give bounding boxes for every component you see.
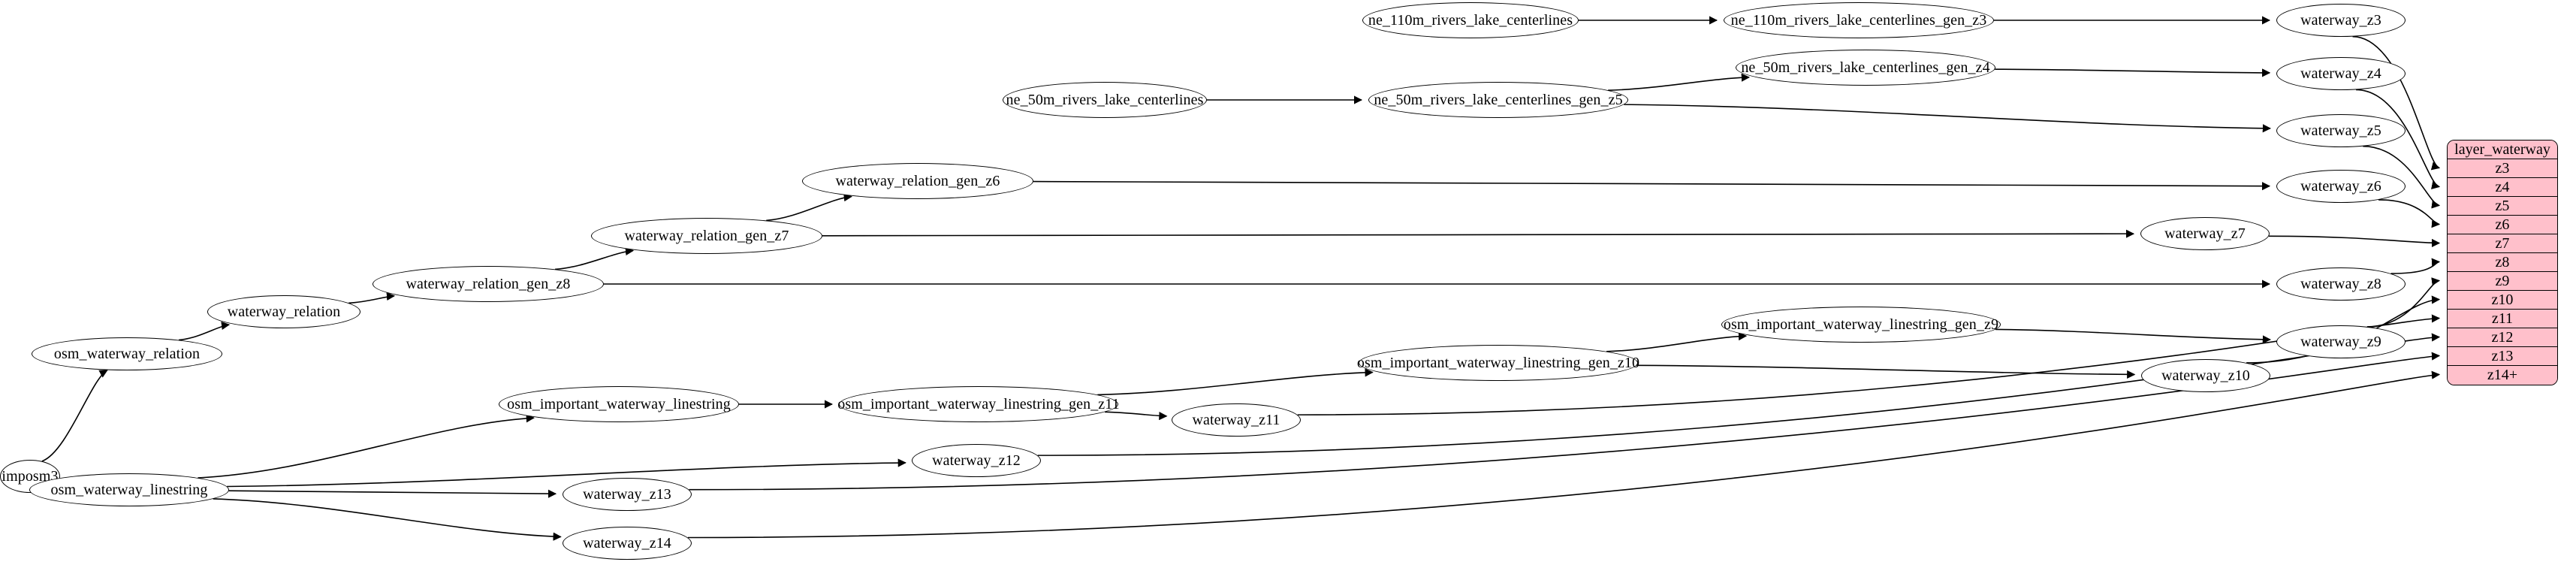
node-ne_110m_rivers_lake_centerlines[interactable]: ne_110m_rivers_lake_centerlines bbox=[1362, 2, 1579, 38]
node-osm_important_waterway_linestring[interactable]: osm_important_waterway_linestring bbox=[499, 386, 739, 422]
node-label: waterway_z6 bbox=[2300, 178, 2381, 195]
edge-osm_important_waterway_linestring_gen_z11-to-waterway_z11 bbox=[1105, 411, 1168, 421]
node-waterway_relation_gen_z6[interactable]: waterway_relation_gen_z6 bbox=[802, 163, 1033, 199]
node-ne_50m_rivers_lake_centerlines_gen_z4[interactable]: ne_50m_rivers_lake_centerlines_gen_z4 bbox=[1736, 50, 1995, 86]
edge-ne_50m_rivers_lake_centerlines_gen_z4-to-waterway_z4 bbox=[1995, 68, 2271, 77]
edge-osm_waterway_linestring-to-waterway_z13 bbox=[228, 489, 557, 498]
node-label: waterway_z10 bbox=[2161, 367, 2250, 384]
node-waterway_z3[interactable]: waterway_z3 bbox=[2276, 4, 2406, 37]
node-label: waterway_relation bbox=[227, 304, 341, 320]
record-row-z14+[interactable]: z14+ bbox=[2448, 366, 2557, 385]
edge-osm_waterway_linestring-to-osm_important_waterway_linestring bbox=[198, 414, 535, 479]
node-label: ne_50m_rivers_lake_centerlines_gen_z5 bbox=[1374, 92, 1623, 108]
node-label: waterway_z12 bbox=[932, 452, 1021, 469]
node-waterway_z12[interactable]: waterway_z12 bbox=[912, 444, 1041, 477]
edge-waterway_z8-to-layer_waterway.z8 bbox=[2390, 258, 2441, 274]
node-label: ne_50m_rivers_lake_centerlines_gen_z4 bbox=[1741, 59, 1990, 76]
edge-ne_50m_rivers_lake_centerlines_gen_z5-to-waterway_z5 bbox=[1624, 104, 2271, 133]
node-ne_50m_rivers_lake_centerlines[interactable]: ne_50m_rivers_lake_centerlines bbox=[1003, 82, 1207, 118]
edge-ne_50m_rivers_lake_centerlines_gen_z5-to-ne_50m_rivers_lake_centerlines_gen_z4 bbox=[1608, 73, 1750, 91]
record-row-z11[interactable]: z11 bbox=[2448, 310, 2557, 328]
node-label: waterway_relation_gen_z8 bbox=[406, 276, 571, 292]
record-row-z4[interactable]: z4 bbox=[2448, 178, 2557, 197]
edge-osm_important_waterway_linestring_gen_z10-to-osm_important_waterway_linestring_gen_z9 bbox=[1606, 331, 1748, 352]
node-label: waterway_relation_gen_z7 bbox=[624, 228, 789, 244]
edge-waterway_relation-to-waterway_relation_gen_z8 bbox=[348, 292, 396, 304]
node-label: osm_important_waterway_linestring_gen_z1… bbox=[1356, 355, 1640, 371]
edge-osm_important_waterway_linestring_gen_z10-to-waterway_z10 bbox=[1636, 364, 2136, 379]
record-row-z8[interactable]: z8 bbox=[2448, 253, 2557, 272]
node-osm_important_waterway_linestring_gen_z11[interactable]: osm_important_waterway_linestring_gen_z1… bbox=[837, 386, 1120, 422]
node-label: waterway_z13 bbox=[583, 486, 671, 503]
edge-osm_important_waterway_linestring_gen_z11-to-osm_important_waterway_linestring_gen_z10 bbox=[1097, 368, 1374, 396]
record-table-header: layer_waterway bbox=[2448, 140, 2557, 159]
edge-waterway_z12-to-layer_waterway.z12 bbox=[1037, 333, 2441, 456]
node-waterway_z9[interactable]: waterway_z9 bbox=[2276, 325, 2406, 358]
node-osm_waterway_relation[interactable]: osm_waterway_relation bbox=[32, 337, 222, 370]
node-waterway_z13[interactable]: waterway_z13 bbox=[563, 478, 692, 511]
node-label: waterway_z9 bbox=[2300, 334, 2381, 350]
node-label: waterway_z11 bbox=[1192, 412, 1280, 428]
node-label: ne_110m_rivers_lake_centerlines_gen_z3 bbox=[1730, 12, 1987, 29]
node-label: waterway_z5 bbox=[2300, 122, 2381, 139]
node-osm_waterway_linestring[interactable]: osm_waterway_linestring bbox=[29, 473, 229, 506]
node-osm_important_waterway_linestring_gen_z10[interactable]: osm_important_waterway_linestring_gen_z1… bbox=[1356, 345, 1640, 381]
edge-osm_waterway_linestring-to-waterway_z14 bbox=[213, 498, 562, 541]
node-waterway_z14[interactable]: waterway_z14 bbox=[563, 527, 692, 560]
node-waterway_relation[interactable]: waterway_relation bbox=[207, 295, 360, 328]
record-row-z13[interactable]: z13 bbox=[2448, 347, 2557, 366]
edge-osm_important_waterway_linestring_gen_z9-to-waterway_z9 bbox=[1995, 328, 2271, 344]
node-label: osm_waterway_relation bbox=[53, 346, 201, 362]
node-waterway_z10[interactable]: waterway_z10 bbox=[2141, 359, 2270, 392]
node-label: ne_50m_rivers_lake_centerlines bbox=[1006, 92, 1204, 108]
record-row-z6[interactable]: z6 bbox=[2448, 216, 2557, 234]
edge-waterway_relation_gen_z6-to-waterway_z6 bbox=[1033, 180, 2271, 191]
record-row-z10[interactable]: z10 bbox=[2448, 291, 2557, 310]
node-label: osm_important_waterway_linestring bbox=[507, 396, 731, 412]
node-label: waterway_z3 bbox=[2300, 12, 2381, 29]
node-label: waterway_z4 bbox=[2300, 65, 2381, 82]
record-row-z12[interactable]: z12 bbox=[2448, 328, 2557, 347]
node-waterway_relation_gen_z7[interactable]: waterway_relation_gen_z7 bbox=[591, 218, 822, 254]
node-waterway_z4[interactable]: waterway_z4 bbox=[2276, 57, 2406, 90]
edge-osm_waterway_relation-to-waterway_relation bbox=[178, 321, 231, 341]
edge-waterway_z7-to-layer_waterway.z7 bbox=[2269, 235, 2441, 248]
node-waterway_z11[interactable]: waterway_z11 bbox=[1172, 403, 1301, 437]
edge-waterway_relation_gen_z7-to-waterway_relation_gen_z6 bbox=[766, 193, 852, 222]
node-waterway_z7[interactable]: waterway_z7 bbox=[2140, 217, 2270, 250]
node-label: osm_important_waterway_linestring_gen_z9 bbox=[1723, 316, 1999, 333]
edge-waterway_z3-to-layer_waterway.z3 bbox=[2352, 35, 2441, 171]
node-waterway_z5[interactable]: waterway_z5 bbox=[2276, 114, 2406, 147]
node-waterway_z8[interactable]: waterway_z8 bbox=[2276, 267, 2406, 301]
node-ne_110m_rivers_lake_centerlines_gen_z3[interactable]: ne_110m_rivers_lake_centerlines_gen_z3 bbox=[1724, 2, 1994, 38]
edge-waterway_relation_gen_z7-to-waterway_z7 bbox=[822, 229, 2135, 238]
edge-waterway_relation_gen_z8-to-waterway_relation_gen_z7 bbox=[554, 246, 635, 270]
node-label: imposm3 bbox=[2, 468, 59, 485]
record-row-z7[interactable]: z7 bbox=[2448, 234, 2557, 253]
node-label: osm_important_waterway_linestring_gen_z1… bbox=[837, 396, 1120, 412]
record-row-z3[interactable]: z3 bbox=[2448, 159, 2557, 178]
record-row-z9[interactable]: z9 bbox=[2448, 272, 2557, 291]
record-row-z5[interactable]: z5 bbox=[2448, 197, 2557, 216]
node-label: waterway_z8 bbox=[2300, 276, 2381, 292]
node-label: waterway_relation_gen_z6 bbox=[835, 173, 1000, 189]
edge-waterway_z6-to-layer_waterway.z6 bbox=[2378, 199, 2441, 228]
edge-imposm3-to-osm_waterway_relation bbox=[41, 370, 108, 462]
node-label: waterway_z7 bbox=[2164, 225, 2246, 242]
edge-osm_waterway_linestring-to-waterway_z12 bbox=[227, 458, 906, 488]
node-label: waterway_z14 bbox=[583, 535, 671, 551]
node-osm_important_waterway_linestring_gen_z9[interactable]: osm_important_waterway_linestring_gen_z9 bbox=[1721, 307, 2001, 343]
node-waterway_relation_gen_z8[interactable]: waterway_relation_gen_z8 bbox=[373, 266, 604, 302]
node-label: osm_waterway_linestring bbox=[50, 482, 208, 498]
node-waterway_z6[interactable]: waterway_z6 bbox=[2276, 170, 2406, 203]
node-label: ne_110m_rivers_lake_centerlines bbox=[1368, 12, 1573, 29]
node-ne_50m_rivers_lake_centerlines_gen_z5[interactable]: ne_50m_rivers_lake_centerlines_gen_z5 bbox=[1368, 82, 1628, 118]
